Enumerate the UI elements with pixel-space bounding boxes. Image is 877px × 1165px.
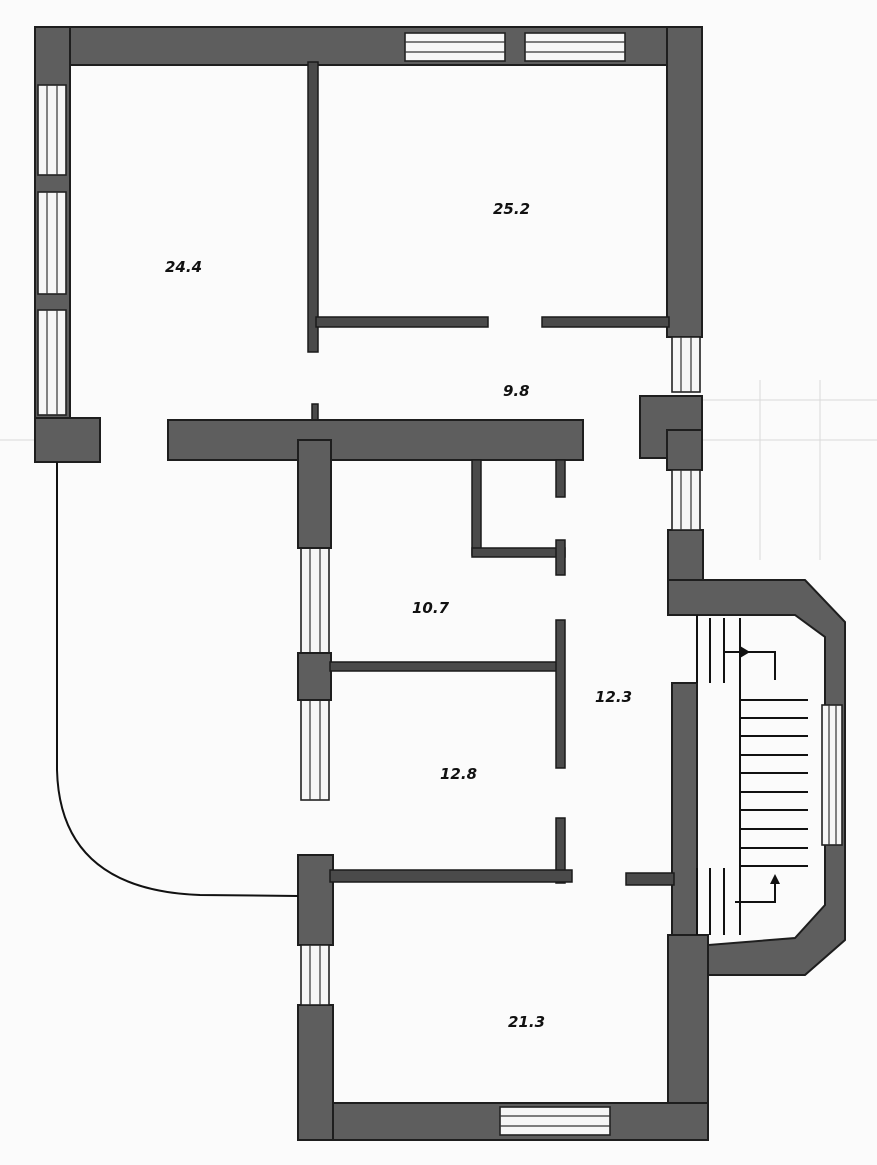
staircase [696, 615, 808, 935]
terrace-outline [56, 462, 299, 897]
room-area-10-7: 10.7 [412, 599, 450, 617]
room-area-21-3: 21.3 [508, 1013, 545, 1031]
room-labels: 24.4 25.2 9.8 10.7 12.3 12.8 21.3 [165, 200, 632, 1031]
exterior-walls [34, 26, 846, 1141]
room-area-12-8: 12.8 [440, 765, 477, 783]
interior-walls [167, 61, 675, 886]
room-area-25-2: 25.2 [493, 200, 530, 218]
room-area-12-3: 12.3 [595, 688, 632, 706]
room-area-9-8: 9.8 [503, 382, 530, 400]
room-area-24-4: 24.4 [165, 258, 202, 276]
paper-grid [0, 380, 877, 560]
windows [37, 32, 843, 1136]
